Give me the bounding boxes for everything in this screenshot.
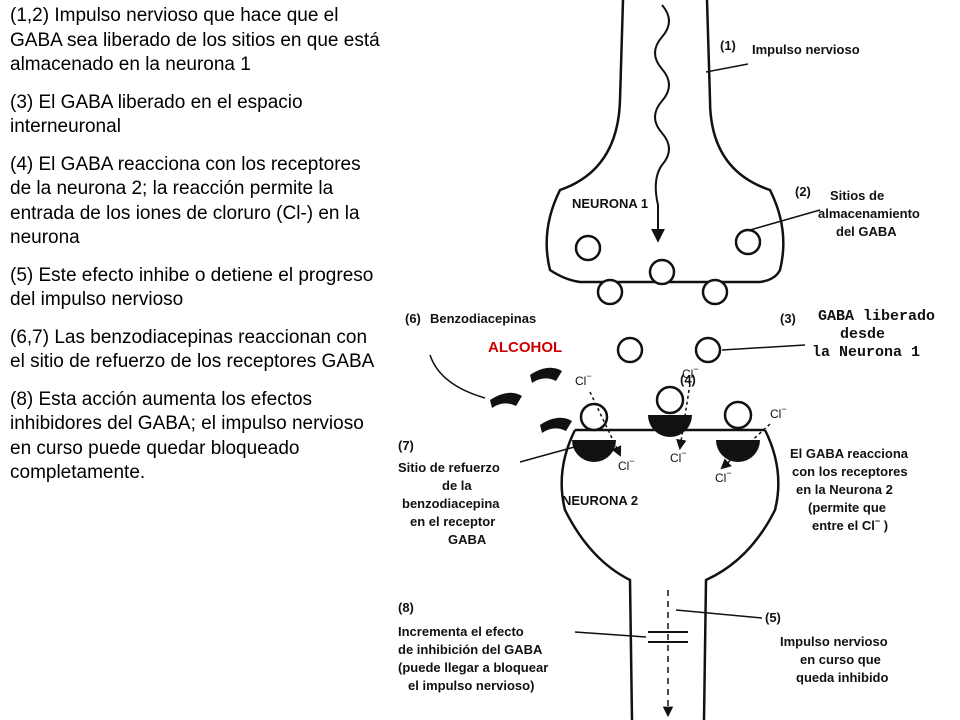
svg-text:Cl−: Cl− — [575, 371, 592, 388]
released-gaba — [616, 336, 722, 364]
svg-text:en curso que: en curso que — [800, 652, 881, 667]
svg-text:el impulso nervioso): el impulso nervioso) — [408, 678, 534, 693]
svg-text:desde: desde — [840, 326, 885, 343]
nerve-impulse-wave — [651, 4, 670, 243]
paragraph-8: (8) Esta acción aumenta los efectos inhi… — [10, 388, 364, 484]
svg-text:GABA liberado: GABA liberado — [818, 308, 935, 325]
svg-text:Sitios de: Sitios de — [830, 188, 884, 203]
svg-text:Impulso nervioso: Impulso nervioso — [752, 42, 860, 57]
paragraph-3: (3) El GABA liberado en el espacio inter… — [10, 91, 303, 138]
svg-text:Cl−: Cl− — [715, 468, 732, 485]
svg-text:(puede llegar a bloquear: (puede llegar a bloquear — [398, 660, 548, 675]
gaba-receptors — [572, 385, 760, 462]
svg-text:(5): (5) — [765, 610, 781, 625]
svg-text:(7): (7) — [398, 438, 414, 453]
chloride-ions: Cl− Cl− Cl− Cl− Cl− Cl− — [575, 364, 787, 485]
svg-text:(6): (6) — [405, 311, 421, 326]
svg-text:benzodiacepina: benzodiacepina — [402, 496, 500, 511]
synapse-diagram: NEURONA 1 NEURONA 2 Cl− Cl− Cl− Cl− Cl− — [398, 0, 935, 720]
neuron-2-label: NEURONA 2 — [562, 493, 638, 508]
svg-text:Cl−: Cl− — [618, 456, 635, 473]
svg-text:de inhibición del GABA: de inhibición del GABA — [398, 642, 543, 657]
svg-text:GABA: GABA — [448, 532, 487, 547]
svg-text:(3): (3) — [780, 311, 796, 326]
svg-text:Sitio de refuerzo: Sitio de refuerzo — [398, 460, 500, 475]
svg-text:con los receptores: con los receptores — [792, 464, 908, 479]
paragraph-1-2: (1,2) Impulso nervioso que hace que el G… — [10, 5, 380, 75]
svg-text:Benzodiacepinas: Benzodiacepinas — [430, 311, 536, 326]
svg-text:entre el Cl− ): entre el Cl− ) — [812, 516, 888, 533]
svg-text:(8): (8) — [398, 600, 414, 615]
svg-text:de la: de la — [442, 478, 472, 493]
paragraph-6-7: (6,7) Las benzodiacepinas reaccionan con… — [10, 326, 375, 373]
neuron-1-label: NEURONA 1 — [572, 196, 648, 211]
svg-text:en el receptor: en el receptor — [410, 514, 495, 529]
svg-text:Incrementa el efecto: Incrementa el efecto — [398, 624, 524, 639]
paragraph-5: (5) Este efecto inhibe o detiene el prog… — [10, 264, 374, 311]
explanation-text: (1,2) Impulso nervioso que hace que el G… — [10, 4, 382, 499]
paragraph-4: (4) El GABA reacciona con los receptores… — [10, 153, 361, 249]
storage-vesicles — [574, 228, 762, 306]
neuron-2-outline — [560, 428, 780, 720]
svg-text:almacenamiento: almacenamiento — [818, 206, 920, 221]
svg-text:del GABA: del GABA — [836, 224, 897, 239]
svg-text:Cl−: Cl− — [682, 364, 699, 381]
svg-text:El GABA reacciona: El GABA reacciona — [790, 446, 909, 461]
benzodiazepine-molecules — [490, 367, 572, 433]
svg-text:Cl−: Cl− — [670, 448, 687, 465]
svg-text:Cl−: Cl− — [770, 404, 787, 421]
svg-text:queda inhibido: queda inhibido — [796, 670, 888, 685]
svg-text:(1): (1) — [720, 38, 736, 53]
svg-text:(4): (4) — [680, 372, 696, 387]
svg-text:Impulso nervioso: Impulso nervioso — [780, 634, 888, 649]
alcohol-label: ALCOHOL — [488, 339, 562, 356]
svg-text:la Neurona 1: la Neurona 1 — [812, 344, 920, 361]
svg-text:(2): (2) — [795, 184, 811, 199]
svg-text:(permite que: (permite que — [808, 500, 886, 515]
svg-text:en la Neurona 2: en la Neurona 2 — [796, 482, 893, 497]
